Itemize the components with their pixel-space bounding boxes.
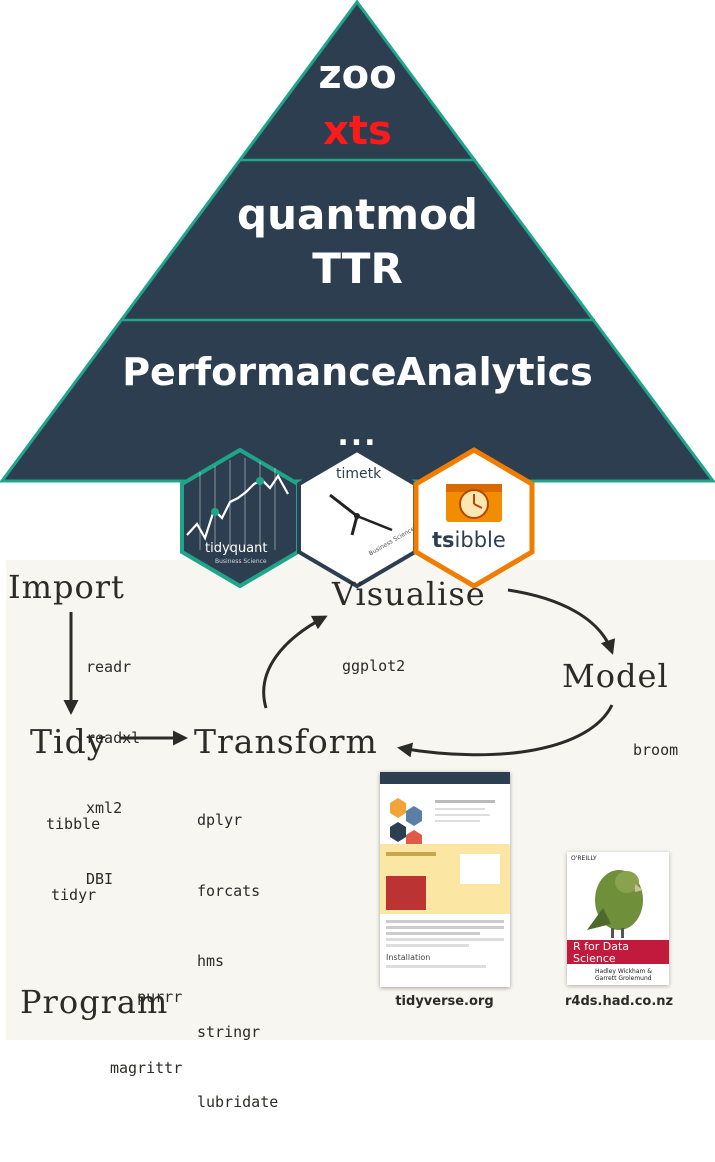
arrow-visualise-to-model bbox=[507, 588, 616, 655]
hex-logos bbox=[180, 447, 535, 589]
workflow-arrows bbox=[63, 588, 616, 758]
r4ds-authors-line1: Hadley Wickham & bbox=[595, 968, 652, 975]
model-packages: broom bbox=[633, 692, 678, 810]
pkg-forcats: forcats bbox=[197, 881, 261, 900]
thumb-navbar bbox=[380, 772, 510, 784]
r4ds-title-line2: Science bbox=[573, 952, 616, 965]
pkg-hms: hms bbox=[197, 952, 225, 970]
tsibble-name-rest: ibble bbox=[454, 528, 506, 552]
tier2-line-quantmod: quantmod bbox=[237, 190, 478, 239]
kakapo-parrot-illustration bbox=[587, 870, 643, 938]
tier1-line-zoo: zoo bbox=[318, 52, 397, 98]
pkg-readr: readr bbox=[86, 658, 132, 676]
pkg-purrr: purrr bbox=[137, 988, 183, 1006]
thumb-installation-heading: Installation bbox=[386, 953, 431, 962]
pyramid-ellipsis: ... bbox=[337, 418, 378, 453]
tidyverse-website-thumbnail: Installation bbox=[380, 772, 510, 987]
stage-tidy: Tidy bbox=[30, 722, 107, 761]
stage-model: Model bbox=[562, 657, 669, 695]
pkg-tidyr: tidyr bbox=[51, 885, 97, 904]
r4ds-caption: r4ds.had.co.nz bbox=[565, 994, 674, 1009]
r4ds-book-cover: O'REILLY R for Data Science Hadley Wickh… bbox=[567, 852, 669, 985]
program-packages: purrr magrittr bbox=[110, 939, 182, 1127]
pkg-ggplot2: ggplot2 bbox=[342, 657, 406, 675]
pkg-xml2: xml2 bbox=[86, 799, 123, 817]
tidyquant-sub: Business Science bbox=[215, 558, 267, 565]
tsibble-name: tsibble bbox=[432, 528, 506, 552]
stage-visualise: Visualise bbox=[332, 575, 486, 613]
thumb-yellow-band bbox=[380, 844, 510, 914]
pkg-lubridate: lubridate bbox=[197, 1093, 279, 1111]
import-packages: readr readxl xml2 DBI bbox=[86, 609, 140, 938]
stage-transform: Transform bbox=[194, 722, 378, 761]
visualise-packages: ggplot2 bbox=[342, 608, 405, 726]
pkg-readxl: readxl bbox=[86, 728, 141, 747]
pkg-tibble: tibble bbox=[46, 815, 101, 833]
thumb-hex-cluster bbox=[390, 798, 495, 844]
r4ds-title bbox=[567, 940, 669, 964]
tsibble-hex-logo bbox=[413, 447, 535, 589]
pkg-broom: broom bbox=[633, 741, 679, 759]
tsibble-name-ts: ts bbox=[432, 528, 455, 552]
tidyquant-name: tidyquant bbox=[205, 541, 268, 556]
timetk-name: timetk bbox=[336, 466, 382, 482]
transform-packages: dplyr forcats hms stringr lubridate bbox=[197, 762, 278, 1162]
pkg-dplyr: dplyr bbox=[197, 811, 243, 829]
tier3-line-performanceanalytics: PerformanceAnalytics bbox=[122, 350, 593, 394]
pkg-dbi: DBI bbox=[86, 869, 114, 888]
stage-import: Import bbox=[8, 568, 125, 606]
tidy-packages: tibble tidyr bbox=[46, 766, 100, 954]
r4ds-title-line1: R for Data bbox=[573, 940, 630, 953]
r4ds-authors-line2: Garrett Grolemund bbox=[595, 975, 652, 982]
tidyverse-caption: tidyverse.org bbox=[395, 994, 494, 1009]
tier2-line-ttr: TTR bbox=[312, 244, 403, 293]
arrow-model-to-transform bbox=[397, 704, 614, 758]
pkg-magrittr: magrittr bbox=[110, 1058, 183, 1077]
diagram-root: zoo xts quantmod TTR PerformanceAnalytic… bbox=[0, 0, 715, 1111]
stage-program: Program bbox=[20, 983, 169, 1021]
pkg-stringr: stringr bbox=[197, 1022, 261, 1041]
tier1-line-xts: xts bbox=[323, 108, 392, 154]
arrow-transform-to-visualise bbox=[262, 615, 328, 709]
r4ds-publisher: O'REILLY bbox=[571, 855, 597, 862]
